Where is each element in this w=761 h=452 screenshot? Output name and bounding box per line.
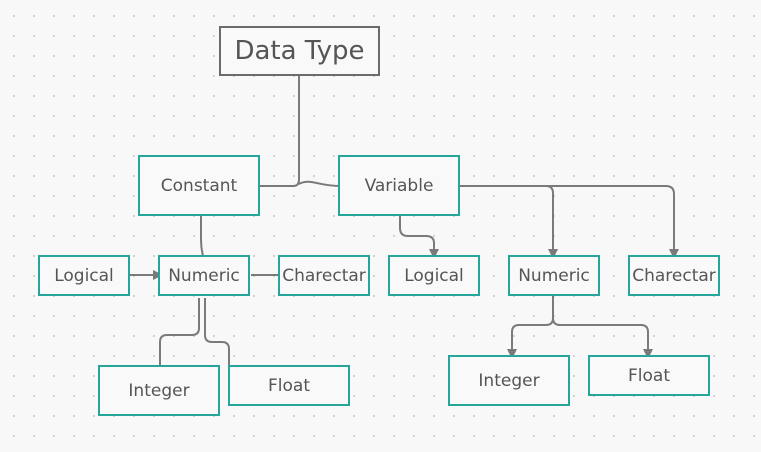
node-label: Numeric bbox=[168, 265, 240, 286]
edge-root-variable bbox=[298, 180, 341, 187]
edge-constant-numeric bbox=[200, 216, 205, 259]
node-constant-charectar: Charectar bbox=[278, 255, 370, 296]
node-constant-logical: Logical bbox=[38, 255, 130, 296]
edge-variable-logical bbox=[399, 216, 439, 259]
node-label: Logical bbox=[54, 265, 114, 286]
node-constant-float: Float bbox=[228, 365, 350, 406]
node-constant-numeric: Numeric bbox=[158, 255, 250, 296]
node-label: Variable bbox=[364, 175, 434, 196]
edge-numeric-float bbox=[204, 298, 230, 385]
node-label: Data Type bbox=[234, 36, 365, 66]
edge-variable-charectar bbox=[459, 185, 679, 259]
edge-root-constant bbox=[260, 76, 300, 187]
node-variable: Variable bbox=[338, 155, 460, 216]
node-data-type: Data Type bbox=[219, 26, 380, 76]
node-variable-charectar: Charectar bbox=[628, 255, 720, 296]
node-label: Constant bbox=[160, 175, 238, 196]
edge-numeric-integer bbox=[159, 298, 200, 366]
node-variable-numeric: Numeric bbox=[508, 255, 600, 296]
edge-variable-numeric bbox=[459, 185, 558, 259]
node-variable-float: Float bbox=[588, 355, 710, 396]
node-label: Float bbox=[268, 375, 310, 396]
node-label: Logical bbox=[404, 265, 464, 286]
node-label: Float bbox=[628, 365, 670, 386]
edge-vnumeric-integer bbox=[507, 296, 554, 359]
node-constant-integer: Integer bbox=[98, 365, 220, 416]
node-label: Charectar bbox=[632, 265, 716, 286]
node-variable-integer: Integer bbox=[448, 355, 570, 406]
node-label: Numeric bbox=[518, 265, 590, 286]
node-label: Integer bbox=[128, 380, 190, 401]
node-variable-logical: Logical bbox=[388, 255, 480, 296]
edge-vnumeric-float bbox=[552, 317, 653, 359]
node-label: Charectar bbox=[282, 265, 366, 286]
node-label: Integer bbox=[478, 370, 540, 391]
node-constant: Constant bbox=[138, 155, 260, 216]
